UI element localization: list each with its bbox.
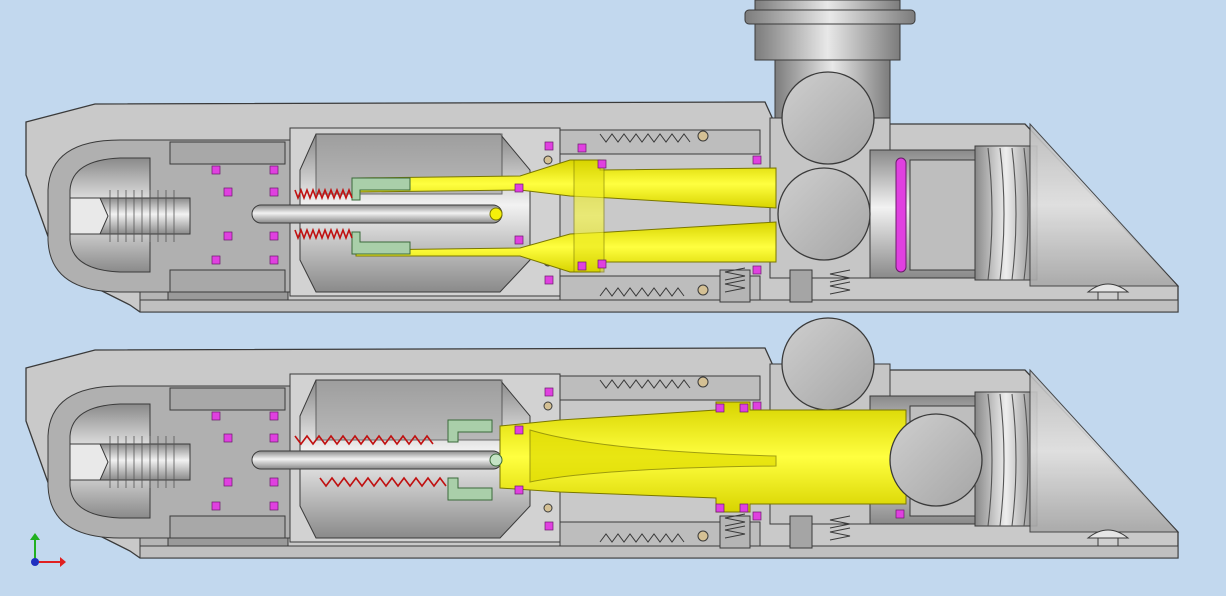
- return-spring: [294, 187, 353, 241]
- guide-sleeve: [351, 177, 411, 201]
- assembly-open-state: [25, 317, 1179, 559]
- assembly-closed-state: [25, 0, 1179, 313]
- valve-ball-lower: [889, 413, 983, 507]
- upper-ball-lower: [781, 317, 875, 411]
- valve-ball: [777, 167, 871, 261]
- brass-poppet: [355, 159, 777, 273]
- return-spring-lower: [294, 434, 447, 488]
- brass-poppet-extended: [499, 401, 907, 513]
- o-ring-seal: [895, 157, 907, 273]
- upper-ball: [781, 71, 875, 165]
- xyz-axis-triad-icon: [30, 533, 66, 567]
